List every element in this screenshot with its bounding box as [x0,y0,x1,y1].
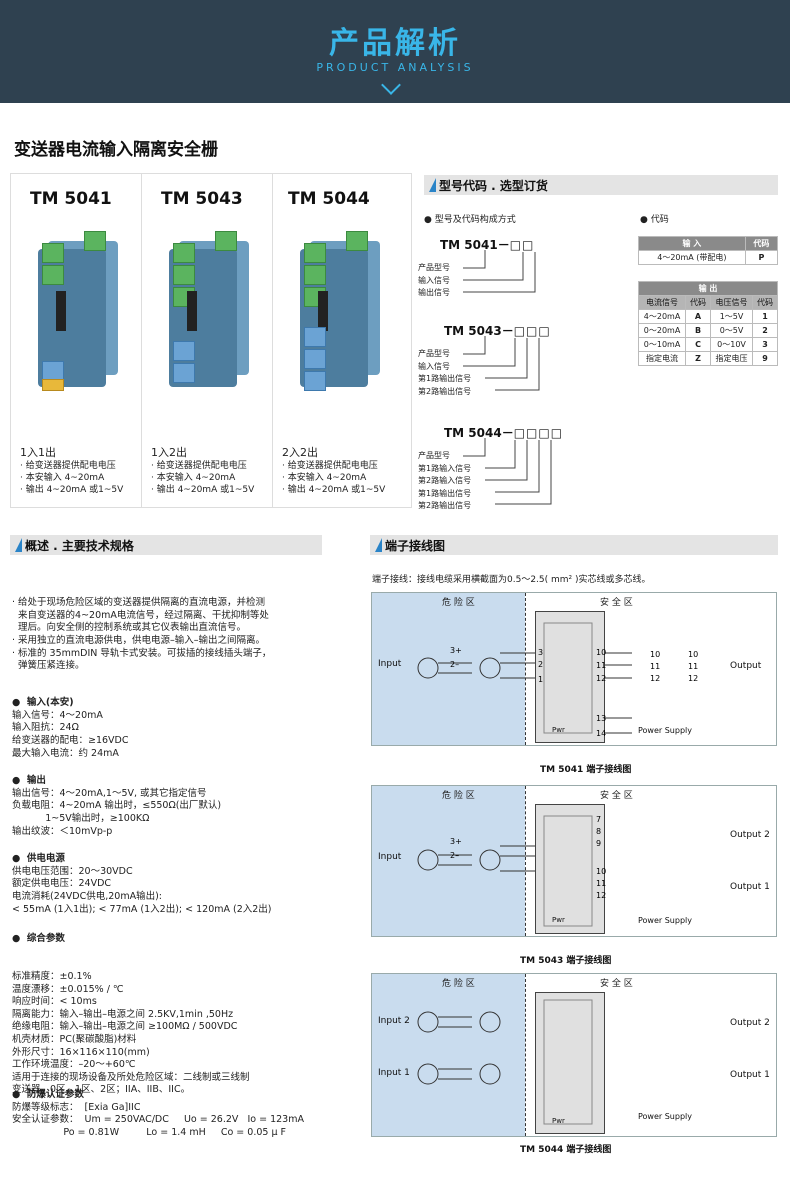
divider [141,173,142,508]
chevron-down-icon [381,75,401,95]
diagram-caption: TM 5043 端子接线图 [520,956,612,966]
model-code: TM 5044－□□□□ [444,426,564,440]
header-banner: 产品解析 PRODUCT ANALYSIS [0,0,790,103]
product-panel [10,173,412,508]
svg-text:10: 10 [650,650,660,659]
banner-subtitle: PRODUCT ANALYSIS [316,61,474,74]
spec-output: ● 输出输出信号：4～20mA,1～5V, 或其它指定信号负载电阻：4~20mA… [12,775,222,837]
input-code-table: 输 入代码 4～20mA (带配电)P [638,236,779,265]
wiring-diagram-tm5041: 危 险 区 安 全 区 Input Output Pwr Power Suppl… [371,592,777,746]
overview-intro: · 给处于现场危险区域的变送器提供隔离的直流电源，并检测 来自变送器的4~20m… [12,597,272,672]
model-code: TM 5043－□□□ [444,324,551,338]
svg-text:13: 13 [596,714,606,723]
svg-text:3+: 3+ [450,837,462,846]
svg-text:12: 12 [650,674,660,683]
wiring-diagram-tm5043: 危 险 区 安 全 区 Input Output 2 Output 1 Pwr … [371,785,777,937]
svg-text:11: 11 [596,661,606,670]
product-type: 1入2出 [151,446,187,459]
svg-text:10: 10 [596,867,606,876]
diagram-caption: TM 5044 端子接线图 [520,1145,612,1155]
order-left-heading: ● 型号及代码构成方式 [424,215,516,225]
model-labels: 产品型号输入信号第1路输出信号第2路输出信号 [418,349,472,396]
svg-text:3: 3 [538,648,543,657]
svg-text:10: 10 [688,650,698,659]
svg-text:8: 8 [596,827,601,836]
model-connector-lines [463,336,540,391]
order-right-heading: ● 代码 [640,215,669,225]
section-overview-header: 概述 . 主要技术规格 [10,535,322,555]
product-desc: 1入2出 · 给变送器提供配电电压· 本安输入 4~20mA· 输出 4~20m… [151,446,255,495]
section-order-header: 型号代码 . 选型订货 [424,175,778,195]
section-marker-icon [429,178,436,192]
device-image [159,231,251,391]
svg-text:14: 14 [596,729,606,738]
banner-title: 产品解析 [329,26,461,61]
svg-text:12: 12 [596,891,606,900]
svg-text:12: 12 [596,674,606,683]
section-title: 端子接线图 [385,539,446,553]
page-title: 变送器电流输入隔离安全栅 [14,140,218,160]
svg-text:12: 12 [688,674,698,683]
svg-text:2–: 2– [450,851,459,860]
wiring-diagram-tm5044: 危 险 区 安 全 区 Input 2 Input 1 Output 2 Out… [371,973,777,1137]
model-code: TM 5041－□□ [440,238,535,252]
svg-text:2: 2 [538,660,543,669]
diagram-caption: TM 5041 端子接线图 [540,765,632,775]
section-title: 型号代码 . 选型订货 [439,179,548,193]
model-labels: 产品型号第1路输入信号第2路输入信号第1路输出信号第2路输出信号 [418,451,472,510]
svg-text:9: 9 [596,839,601,848]
svg-text:11: 11 [688,662,698,671]
product-name: TM 5044 [288,189,370,209]
svg-text:11: 11 [596,879,606,888]
product-name: TM 5043 [161,189,243,209]
product-type: 1入1出 [20,446,56,459]
svg-text:3+: 3+ [450,646,462,655]
svg-text:2–: 2– [450,660,459,669]
svg-text:10: 10 [596,648,606,657]
section-title: 概述 . 主要技术规格 [25,539,134,553]
device-image [28,231,120,391]
section-marker-icon [375,538,382,552]
model-connector-lines [463,250,536,293]
product-desc: 2入2出 · 给变送器提供配电电压· 本安输入 4~20mA· 输出 4~20m… [282,446,386,495]
svg-text:7: 7 [596,815,601,824]
product-type: 2入2出 [282,446,318,459]
device-image [290,231,382,391]
model-labels: 产品型号输入信号输出信号 [418,263,450,297]
section-wiring-header: 端子接线图 [370,535,778,555]
product-tm5043: TM 5043 1入2出 · 给变送器提供配电电压· 本安输入 4~20mA· … [143,173,274,508]
product-name: TM 5041 [30,189,112,209]
model-connector-lines [463,438,552,505]
product-tm5044: TM 5044 2入2出 · 给变送器提供配电电压· 本安输入 4~20mA· … [274,173,405,508]
divider [272,173,273,508]
product-tm5041: TM 5041 1入1出 · 给变送器提供配电电压· 本安输入 4~20mA· … [12,173,143,508]
wiring-note: 端子接线：接线电缆采用横截面为0.5～2.5( mm² )实芯线或多芯线。 [372,575,651,585]
section-marker-icon [15,538,22,552]
svg-text:1: 1 [538,675,543,684]
svg-text:11: 11 [650,662,660,671]
product-desc: 1入1出 · 给变送器提供配电电压· 本安输入 4~20mA· 输出 4~20m… [20,446,124,495]
